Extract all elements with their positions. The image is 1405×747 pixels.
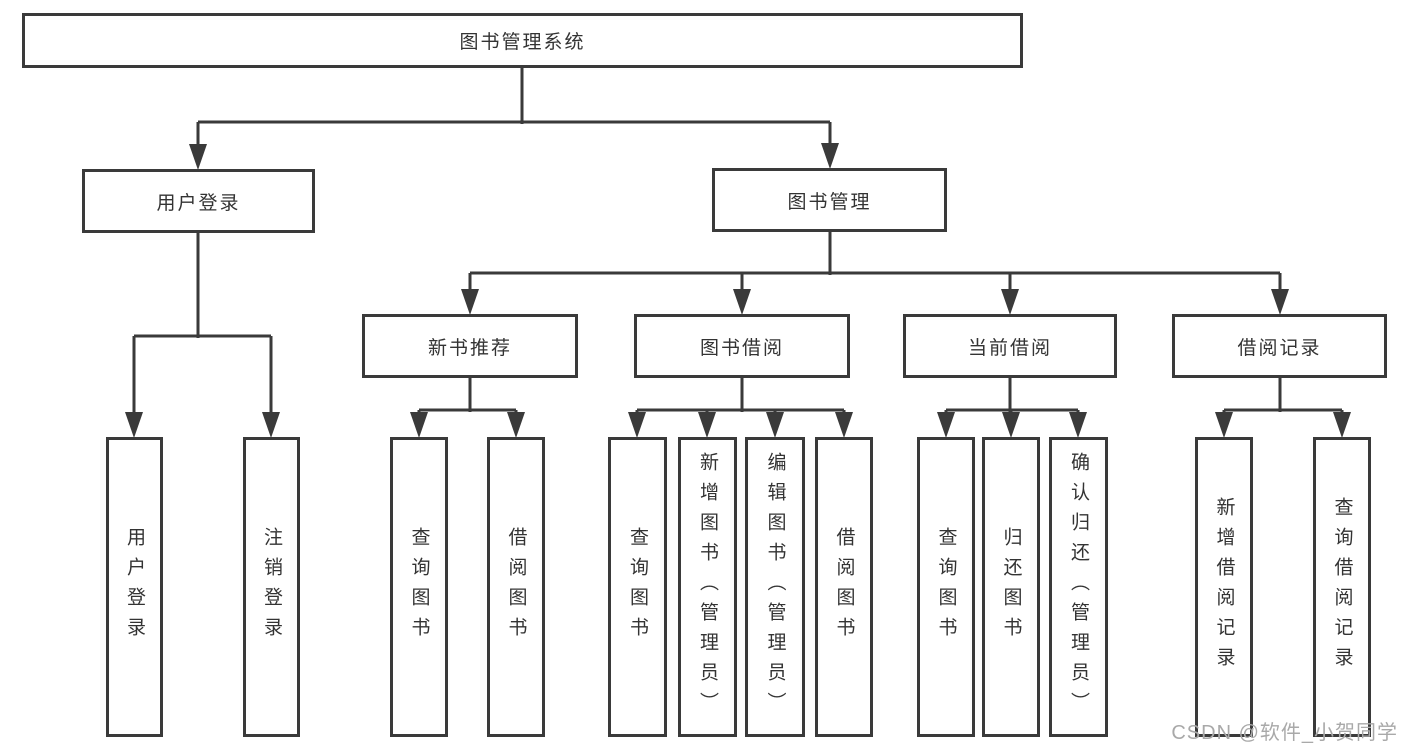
node-book-borrow-label: 图书借阅 bbox=[699, 337, 784, 359]
node-book-management: 图书管理 bbox=[712, 168, 947, 232]
leaf-newbook-borrow-books-label: 借阅图书 bbox=[505, 527, 527, 647]
leaf-records-query-record-label: 查询借阅记录 bbox=[1331, 497, 1353, 677]
leaf-borrow-borrow-books: 借阅图书 bbox=[815, 437, 873, 737]
leaf-borrow-query-books: 查询图书 bbox=[608, 437, 667, 737]
leaf-current-confirm-return: 确认归还（管理员） bbox=[1049, 437, 1108, 737]
leaf-records-add-record: 新增借阅记录 bbox=[1195, 437, 1253, 737]
node-new-book-recommend: 新书推荐 bbox=[362, 314, 578, 378]
node-book-management-label: 图书管理 bbox=[787, 191, 872, 213]
leaf-borrow-add-books-label: 新增图书（管理员） bbox=[697, 452, 718, 722]
leaf-newbook-query-books: 查询图书 bbox=[390, 437, 448, 737]
node-book-borrow: 图书借阅 bbox=[634, 314, 850, 378]
leaf-newbook-borrow-books: 借阅图书 bbox=[487, 437, 545, 737]
node-root-label: 图书管理系统 bbox=[459, 32, 586, 53]
leaf-newbook-query-books-label: 查询图书 bbox=[408, 527, 430, 647]
node-root: 图书管理系统 bbox=[22, 13, 1023, 68]
leaf-current-return-books-label: 归还图书 bbox=[1000, 527, 1022, 647]
leaf-user-login: 用户登录 bbox=[106, 437, 163, 737]
node-current-borrow: 当前借阅 bbox=[903, 314, 1117, 378]
leaf-records-add-record-label: 新增借阅记录 bbox=[1213, 497, 1235, 677]
watermark-text: CSDN @软件_小贺同学 bbox=[1171, 722, 1398, 744]
leaf-borrow-query-books-label: 查询图书 bbox=[627, 527, 648, 647]
leaf-borrow-add-books: 新增图书（管理员） bbox=[678, 437, 737, 737]
node-current-borrow-label: 当前借阅 bbox=[967, 337, 1052, 359]
node-borrow-records: 借阅记录 bbox=[1172, 314, 1387, 378]
leaf-borrow-edit-books-label: 编辑图书（管理员） bbox=[764, 452, 786, 722]
leaf-current-return-books: 归还图书 bbox=[982, 437, 1040, 737]
node-user-login-label: 用户登录 bbox=[156, 192, 241, 214]
leaf-current-query-books: 查询图书 bbox=[917, 437, 975, 737]
node-user-login: 用户登录 bbox=[82, 169, 315, 233]
leaf-records-query-record: 查询借阅记录 bbox=[1313, 437, 1371, 737]
node-new-book-recommend-label: 新书推荐 bbox=[427, 337, 512, 359]
node-borrow-records-label: 借阅记录 bbox=[1237, 337, 1322, 359]
leaf-current-query-books-label: 查询图书 bbox=[935, 527, 957, 647]
leaf-logout-label: 注销登录 bbox=[261, 527, 282, 647]
leaf-current-confirm-return-label: 确认归还（管理员） bbox=[1068, 452, 1089, 722]
leaf-borrow-edit-books: 编辑图书（管理员） bbox=[745, 437, 805, 737]
leaf-borrow-borrow-books-label: 借阅图书 bbox=[833, 527, 855, 647]
leaf-logout: 注销登录 bbox=[243, 437, 300, 737]
leaf-user-login-label: 用户登录 bbox=[124, 527, 145, 647]
